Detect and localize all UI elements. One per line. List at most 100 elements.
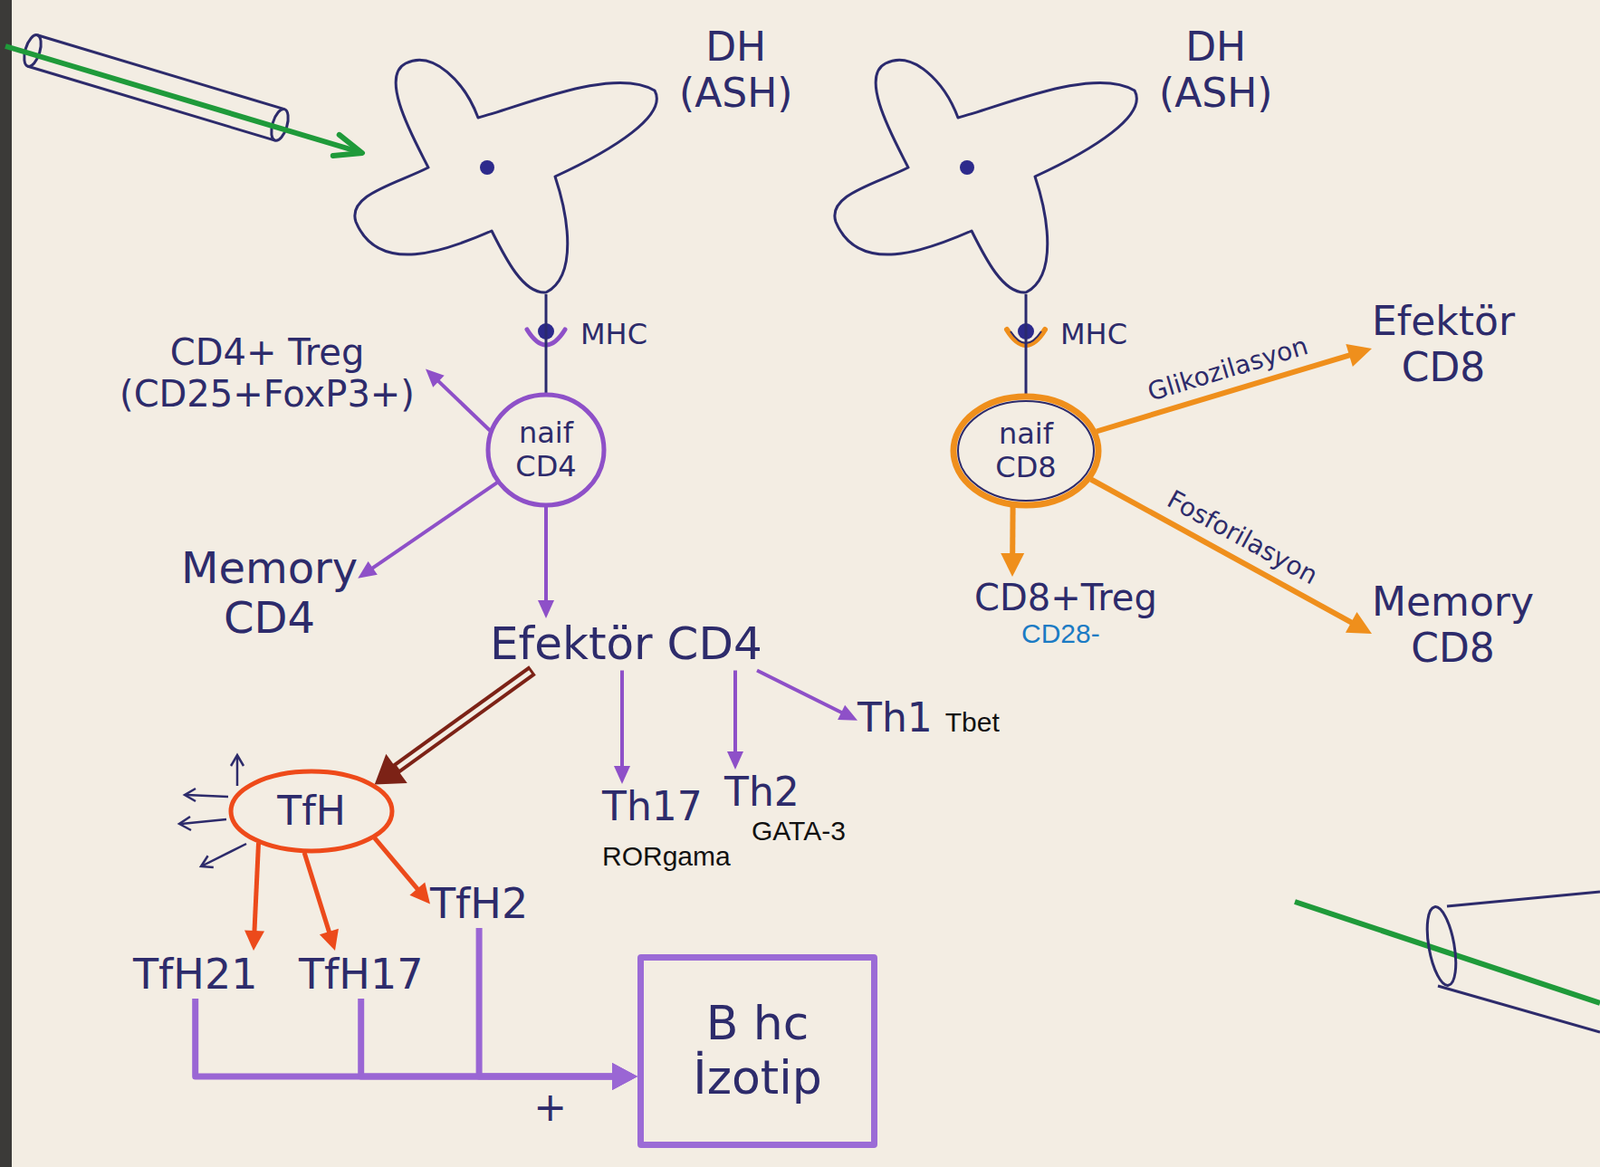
connector: [357, 482, 498, 579]
connector-line: [254, 843, 259, 933]
connector-line: [361, 998, 614, 1077]
secretion-arrowhead: [230, 755, 244, 767]
cell-name: Th17: [602, 784, 703, 831]
cell-name: TfH17: [298, 950, 423, 999]
cell-name: DH (ASH): [679, 24, 793, 116]
tube-end: [1422, 904, 1462, 988]
connector-line: [756, 670, 844, 714]
connector-line: [394, 670, 533, 771]
secretion-arrowhead: [201, 855, 214, 868]
connector: [479, 928, 638, 1091]
edge-label: +: [533, 1084, 567, 1131]
arrowhead: [837, 705, 858, 721]
arrowhead: [612, 1063, 638, 1091]
tfh-cell: TfH: [227, 767, 396, 855]
cell-membrane: [230, 771, 393, 852]
arrowhead: [425, 368, 445, 387]
arrowhead: [1345, 344, 1372, 367]
edge-label: Fosforilasyon: [1161, 484, 1323, 591]
connector: [613, 670, 631, 786]
arrowhead: [612, 1063, 638, 1091]
transcription-factor: GATA-3: [751, 815, 846, 848]
cell-membrane: [488, 394, 604, 506]
arrowhead: [409, 882, 431, 905]
box-text: B hc İzotip: [671, 996, 844, 1106]
cell-label: Memory CD8: [1371, 579, 1534, 671]
arrowhead: [1000, 553, 1025, 577]
arrowhead: [374, 754, 408, 786]
connector: [374, 838, 431, 905]
naive-cd4-cell: naif CD4: [484, 391, 608, 509]
cell-name: CD4+ Treg (CD25+FoxP3+): [108, 331, 426, 415]
cell-membrane: [834, 59, 1138, 293]
cell-label: TfH2: [430, 880, 528, 929]
connector-line: [1009, 507, 1016, 556]
secretion-arrow: [181, 819, 227, 824]
connector: [244, 843, 265, 951]
dendritic-cell: DH (ASH): [822, 49, 1149, 295]
cell-name: Efektör CD4: [489, 618, 763, 671]
cell-label: Th2GATA-3: [724, 769, 846, 847]
secretion-arrowhead: [179, 816, 192, 831]
cell-label: Th17RORgama: [602, 784, 731, 872]
vessel-tube: [20, 32, 292, 143]
dendritic-cell-outline: [342, 49, 669, 295]
cell-label: Th1 Tbet: [857, 695, 1000, 742]
arrowhead: [244, 930, 265, 951]
connector-line: [479, 928, 614, 1077]
transcription-factor: Tbet: [945, 707, 1000, 739]
connector-line: [304, 852, 330, 934]
edge-label: MHC: [1060, 317, 1128, 352]
arrowhead: [357, 561, 378, 579]
arrowhead: [727, 751, 744, 770]
secretion-arrow: [236, 756, 240, 786]
cell-label: CD4+ Treg (CD25+FoxP3+): [108, 331, 426, 415]
arrowhead: [1345, 612, 1372, 634]
connector-line: [620, 670, 624, 769]
connector: [546, 294, 547, 393]
cell-nucleus: [479, 160, 495, 175]
cell-name: naif CD8: [995, 417, 1056, 485]
connector: [1000, 507, 1025, 577]
result-box: B hc İzotip: [637, 954, 878, 1149]
cell-name: naif CD4: [515, 416, 576, 484]
cell-label: Memory CD4: [181, 543, 358, 643]
cell-membrane: [953, 396, 1099, 506]
cell-name: Memory CD4: [181, 543, 358, 643]
connector-line: [437, 380, 490, 432]
cell-name: TfH: [277, 788, 345, 835]
cell-label: Efektör CD8: [1371, 298, 1515, 391]
cell-label: CD8+TregCD28-: [974, 576, 1158, 651]
connector-line: [398, 671, 531, 767]
connector: [425, 368, 490, 431]
transcription-factor: RORgama: [602, 841, 731, 873]
cell-name: Th1: [857, 695, 933, 742]
connector: [304, 852, 339, 951]
arrowhead: [319, 929, 339, 951]
tube-wall: [28, 66, 276, 141]
cell-name: TfH21: [133, 950, 258, 999]
marker-note: CD28-: [1021, 618, 1101, 651]
cell-name: DH (ASH): [1159, 24, 1273, 116]
dendritic-cell-outline: [822, 49, 1149, 295]
connector-line: [545, 294, 548, 393]
tube-wall: [1446, 891, 1600, 907]
connector: [537, 507, 555, 619]
secretion-arrow: [186, 795, 229, 797]
cell-label: Efektör CD4: [489, 618, 763, 671]
cell-name: Th2: [724, 769, 800, 816]
arrowhead: [537, 600, 555, 619]
dendritic-cell: DH (ASH): [342, 49, 669, 295]
cell-nucleus: [959, 160, 975, 175]
naive-cd8-cell: naif CD8: [948, 392, 1103, 510]
connector-line: [195, 998, 614, 1077]
flow-arrowhead: [333, 134, 363, 156]
cell-name: TfH2: [430, 880, 528, 929]
arrowhead: [613, 766, 631, 785]
secretion-arrowhead: [184, 788, 196, 802]
cell-name: CD8+Treg: [974, 576, 1158, 619]
cell-label: TfH21: [133, 950, 258, 999]
connector: [756, 670, 858, 721]
tube-wall: [37, 35, 285, 110]
